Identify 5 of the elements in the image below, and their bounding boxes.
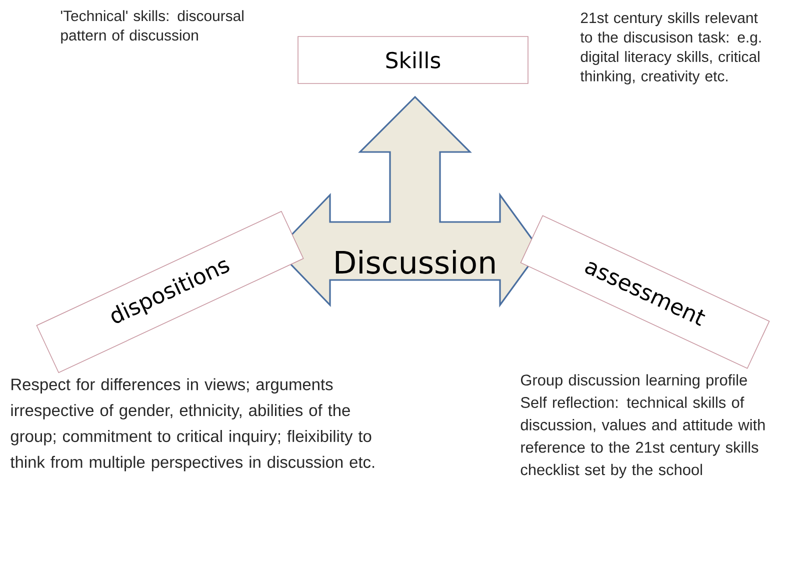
note-text: Group discussion learning profile Self reflection: technical skills of discussion, values and attitude with reference to the 21st century skills checklist set by the school [520, 374, 765, 478]
note-text: 21st century skills relevant to the discusison task: e.g. digital literacy skills, critical thinking, creativity etc. [580, 12, 761, 84]
label-box: Skills [298, 36, 528, 84]
note-text: 'Technical' skills: discoursal pattern of discussion [60, 10, 244, 44]
note-text: Respect for differences in views; arguments irrespective of gender, ethnicity, abilities of the group; commitment to critical inquiry; fleixibility to think from multiple perspectives in discussion etc. [10, 378, 374, 472]
